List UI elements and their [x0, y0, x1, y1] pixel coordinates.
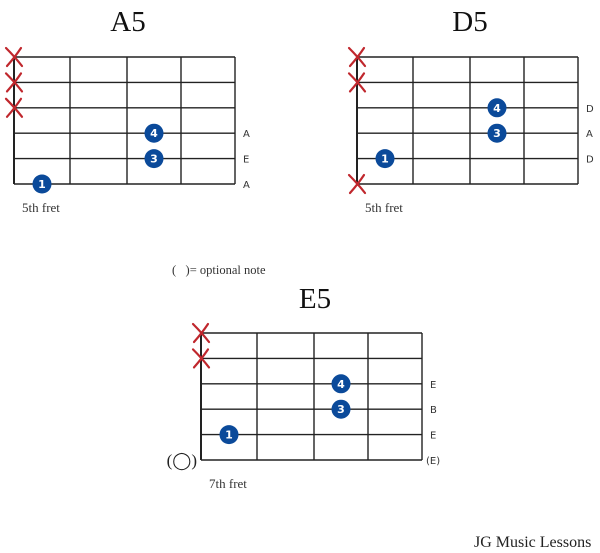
optional-open-string-icon: (◯)	[167, 451, 197, 471]
fret-label-e5: 7th fret	[209, 476, 247, 491]
finger-number: 4	[150, 127, 158, 140]
finger-dot	[144, 123, 164, 143]
chord-title-e5: E5	[298, 283, 332, 315]
fret-label-a5: 5th fret	[22, 200, 60, 215]
finger-dot	[375, 149, 395, 169]
muted-string-x-icon	[347, 72, 367, 93]
finger-dot	[487, 123, 507, 143]
watermark: JG Music Lessons	[474, 534, 592, 551]
muted-string-x-icon	[4, 46, 24, 68]
finger-number: 1	[225, 429, 233, 442]
muted-string-x-icon	[4, 97, 24, 118]
note-name-label: D	[586, 104, 594, 115]
note-name-label: E	[243, 155, 249, 166]
note-name-label: (E)	[426, 456, 440, 467]
note-name-label: A	[243, 180, 250, 191]
note-name-label: A	[586, 129, 593, 140]
finger-number: 3	[493, 127, 501, 140]
muted-string-x-icon	[191, 322, 211, 344]
finger-number: 1	[381, 153, 389, 166]
finger-number: 4	[493, 102, 501, 115]
muted-string-x-icon	[4, 72, 24, 93]
muted-string-x-icon	[347, 173, 367, 195]
finger-dot	[144, 149, 164, 169]
chord-title-d5: D5	[452, 6, 488, 38]
note-name-label: E	[430, 431, 436, 442]
note-name-label: E	[430, 380, 436, 391]
finger-dot	[219, 425, 239, 445]
note-name-label: D	[586, 155, 594, 166]
finger-number: 4	[337, 378, 345, 391]
finger-number: 3	[337, 403, 345, 416]
note-name-label: B	[430, 405, 437, 416]
finger-dot	[331, 399, 351, 419]
muted-string-x-icon	[347, 46, 367, 68]
muted-string-x-icon	[191, 348, 211, 369]
chord-title-a5: A5	[110, 6, 146, 38]
fret-label-d5: 5th fret	[365, 200, 403, 215]
finger-dot	[331, 374, 351, 394]
finger-dot	[32, 174, 52, 194]
optional-note-legend: ( )= optional note	[172, 263, 266, 277]
finger-number: 3	[150, 153, 158, 166]
finger-number: 1	[38, 178, 46, 191]
finger-dot	[487, 98, 507, 118]
note-name-label: A	[243, 129, 250, 140]
